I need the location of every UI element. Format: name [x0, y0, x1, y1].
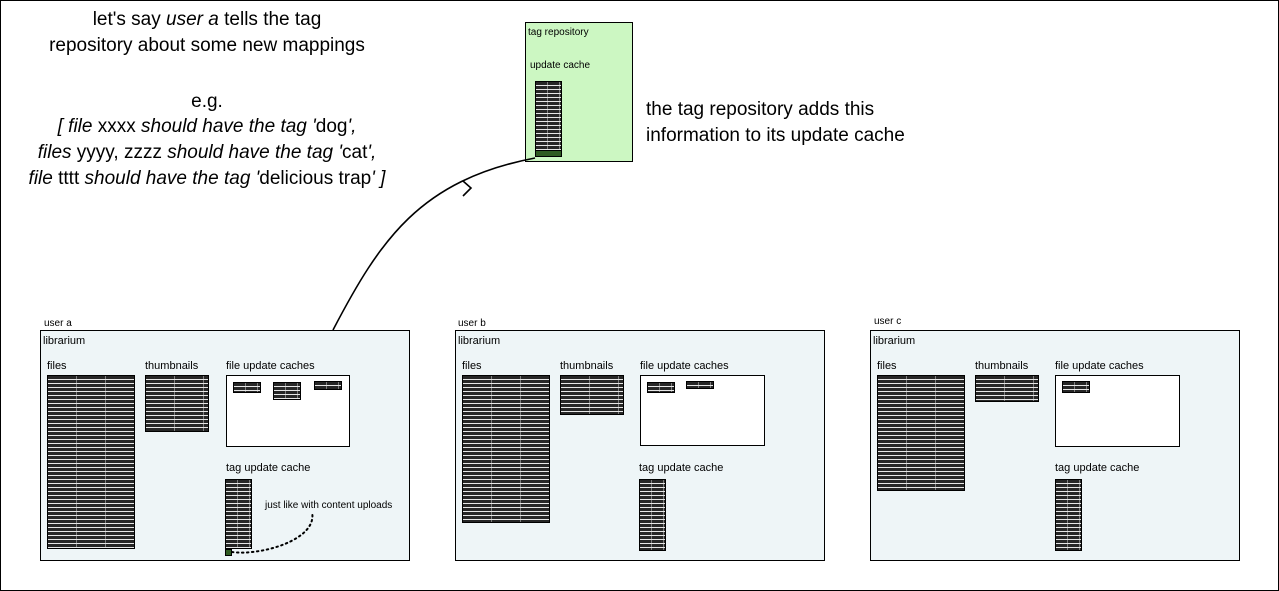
- files-label: files: [47, 360, 67, 372]
- librarium-label: librarium: [43, 335, 86, 347]
- file-update-cache: [233, 382, 261, 393]
- tag-update-cache-label: tag update cache: [1055, 462, 1140, 474]
- user-a-label: user a: [44, 318, 72, 329]
- thumbnails-block: [560, 375, 624, 415]
- tag-update-cache-label: tag update cache: [226, 462, 311, 474]
- example-line-2: files yyyy, zzzz should have the tag 'ca…: [37, 142, 377, 163]
- upload-arrow: [332, 157, 536, 331]
- annotation-pointer: [231, 511, 314, 554]
- file-update-cache: [314, 381, 342, 390]
- arrow-head: [462, 180, 473, 197]
- user-b-librarium: librarium files thumbnails file update c…: [455, 330, 825, 561]
- librarium-label: librarium: [458, 335, 501, 347]
- file-update-caches-label: file update caches: [640, 360, 729, 372]
- file-update-caches-label: file update caches: [1055, 360, 1144, 372]
- repository-note-line-2: information to its update cache: [646, 125, 905, 146]
- files-block: [47, 375, 135, 549]
- files-block: [877, 375, 965, 491]
- thumbnails-label: thumbnails: [975, 360, 1029, 372]
- repository-update-cache-label: update cache: [530, 60, 591, 71]
- librarium-label: librarium: [873, 335, 916, 347]
- example-line-1: [ file xxxx should have the tag 'dog',: [57, 116, 357, 137]
- user-c-label: user c: [874, 316, 902, 327]
- user-b-label: user b: [458, 318, 486, 329]
- file-update-caches-box: [226, 375, 350, 447]
- file-update-cache: [686, 381, 714, 389]
- file-update-caches-box: [1055, 375, 1180, 447]
- files-label: files: [462, 360, 482, 372]
- file-update-cache: [273, 382, 301, 400]
- tag-update-cache: [639, 479, 666, 551]
- user-a-librarium: librarium files thumbnails file update c…: [40, 330, 410, 561]
- annotation-text: just like with content uploads: [265, 500, 393, 511]
- tag-repository-title: tag repository: [528, 27, 589, 38]
- file-update-cache: [647, 382, 675, 393]
- thumbnails-block: [975, 375, 1039, 402]
- file-update-caches-box: [640, 375, 765, 446]
- tag-update-cache: [1055, 479, 1082, 551]
- file-update-caches-label: file update caches: [226, 360, 315, 372]
- tag-update-cache-label: tag update cache: [639, 462, 724, 474]
- intro-line-1: let's say user a tells the tag: [92, 9, 322, 30]
- files-label: files: [877, 360, 897, 372]
- file-update-cache: [1062, 381, 1090, 393]
- thumbnails-label: thumbnails: [145, 360, 199, 372]
- repository-note-line-1: the tag repository adds this: [646, 99, 875, 120]
- intro-line-2: repository about some new mappings: [49, 35, 365, 56]
- tag-repository-box: tag repository update cache: [525, 22, 633, 162]
- tag-update-cache: [225, 479, 252, 549]
- thumbnails-label: thumbnails: [560, 360, 614, 372]
- user-c-librarium: librarium files thumbnails file update c…: [870, 330, 1240, 561]
- example-line-3: file tttt should have the tag 'delicious…: [28, 168, 386, 189]
- thumbnails-block: [145, 375, 209, 432]
- example-label: e.g.: [191, 91, 223, 112]
- repository-new-mappings: [535, 150, 562, 157]
- files-block: [462, 375, 550, 523]
